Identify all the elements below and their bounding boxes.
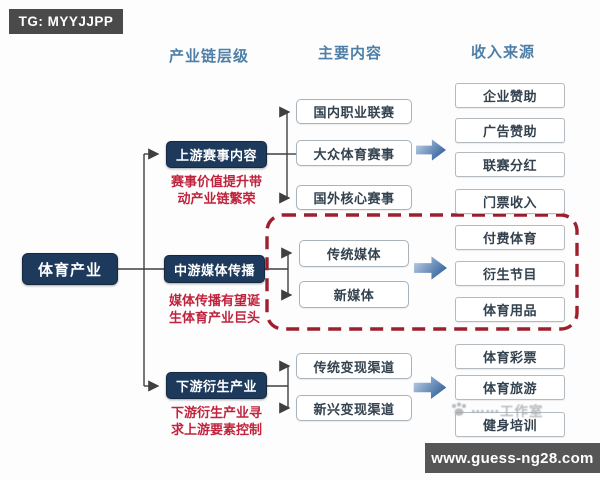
- note-downstream-line2: 求上游要素控制: [170, 422, 262, 437]
- income-box-ad-sponsorship: 广告赞助: [455, 118, 565, 143]
- note-midstream-line2: 生体育产业巨头: [168, 310, 260, 325]
- studio-watermark: ⋯⋯工作室: [450, 400, 595, 420]
- content-box-traditional-monetization: 传统变现渠道: [296, 353, 412, 379]
- income-box-derivative-programs: 衍生节目: [455, 261, 565, 286]
- note-downstream-line1: 下游衍生产业寻: [170, 405, 262, 420]
- root-box-label: 体育产业: [37, 261, 102, 279]
- studio-watermark-text: ⋯⋯工作室: [471, 404, 544, 419]
- income-box-league-dividends: 联赛分红: [455, 152, 565, 177]
- level-box-downstream: 下游衍生产业: [166, 372, 267, 399]
- content-box-new-media: 新媒体: [299, 281, 409, 308]
- content-box-traditional-media: 传统媒体: [299, 240, 409, 267]
- root-box-sports-industry: 体育产业: [22, 253, 118, 285]
- level-box-midstream-label: 中游媒体传播: [173, 262, 255, 278]
- note-upstream-line2: 动产业链繁荣: [177, 191, 256, 206]
- website-badge: www.guess-ng28.com: [425, 443, 600, 473]
- tg-badge: TG: MYYJJPP: [9, 9, 123, 34]
- flow-arrow-downstream-icon: [413, 376, 447, 399]
- column-header-income-source: 收入来源: [470, 44, 535, 61]
- level-box-downstream-label: 下游衍生产业: [175, 379, 257, 394]
- tg-badge-text: TG: MYYJJPP: [18, 14, 114, 29]
- content-box-emerging-monetization: 新兴变现渠道: [296, 395, 412, 421]
- website-badge-text: www.guess-ng28.com: [431, 449, 594, 467]
- note-upstream: 赛事价值提升带 动产业链繁荣: [144, 173, 289, 207]
- income-box-sports-tourism: 体育旅游: [455, 375, 565, 400]
- note-downstream: 下游衍生产业寻 求上游要素控制: [144, 404, 289, 438]
- note-upstream-line1: 赛事价值提升带: [170, 174, 262, 189]
- note-midstream-line1: 媒体传播有望诞: [168, 293, 260, 308]
- content-box-foreign-core-events: 国外核心赛事: [296, 185, 412, 210]
- level-box-upstream-label: 上游赛事内容: [175, 148, 257, 163]
- level-box-upstream: 上游赛事内容: [166, 141, 267, 168]
- income-box-fitness-training: 健身培训: [455, 412, 565, 437]
- income-box-sports-lottery: 体育彩票: [455, 344, 565, 369]
- flow-arrow-midstream-icon: [414, 256, 447, 280]
- income-box-ticket-revenue: 门票收入: [455, 189, 565, 214]
- note-midstream: 媒体传播有望诞 生体育产业巨头: [142, 292, 287, 326]
- flow-arrow-upstream-icon: [416, 139, 446, 161]
- income-box-paid-sports: 付费体育: [455, 225, 565, 250]
- content-box-domestic-leagues: 国内职业联赛: [296, 99, 412, 124]
- content-box-mass-sports-events: 大众体育赛事: [296, 140, 412, 166]
- level-box-midstream: 中游媒体传播: [164, 255, 265, 283]
- column-header-chain-level: 产业链层级: [168, 48, 249, 65]
- income-box-sporting-goods: 体育用品: [455, 297, 565, 322]
- column-header-main-content: 主要内容: [317, 45, 382, 62]
- paw-logo-icon: [452, 402, 466, 416]
- income-box-corporate-sponsorship: 企业赞助: [455, 83, 565, 108]
